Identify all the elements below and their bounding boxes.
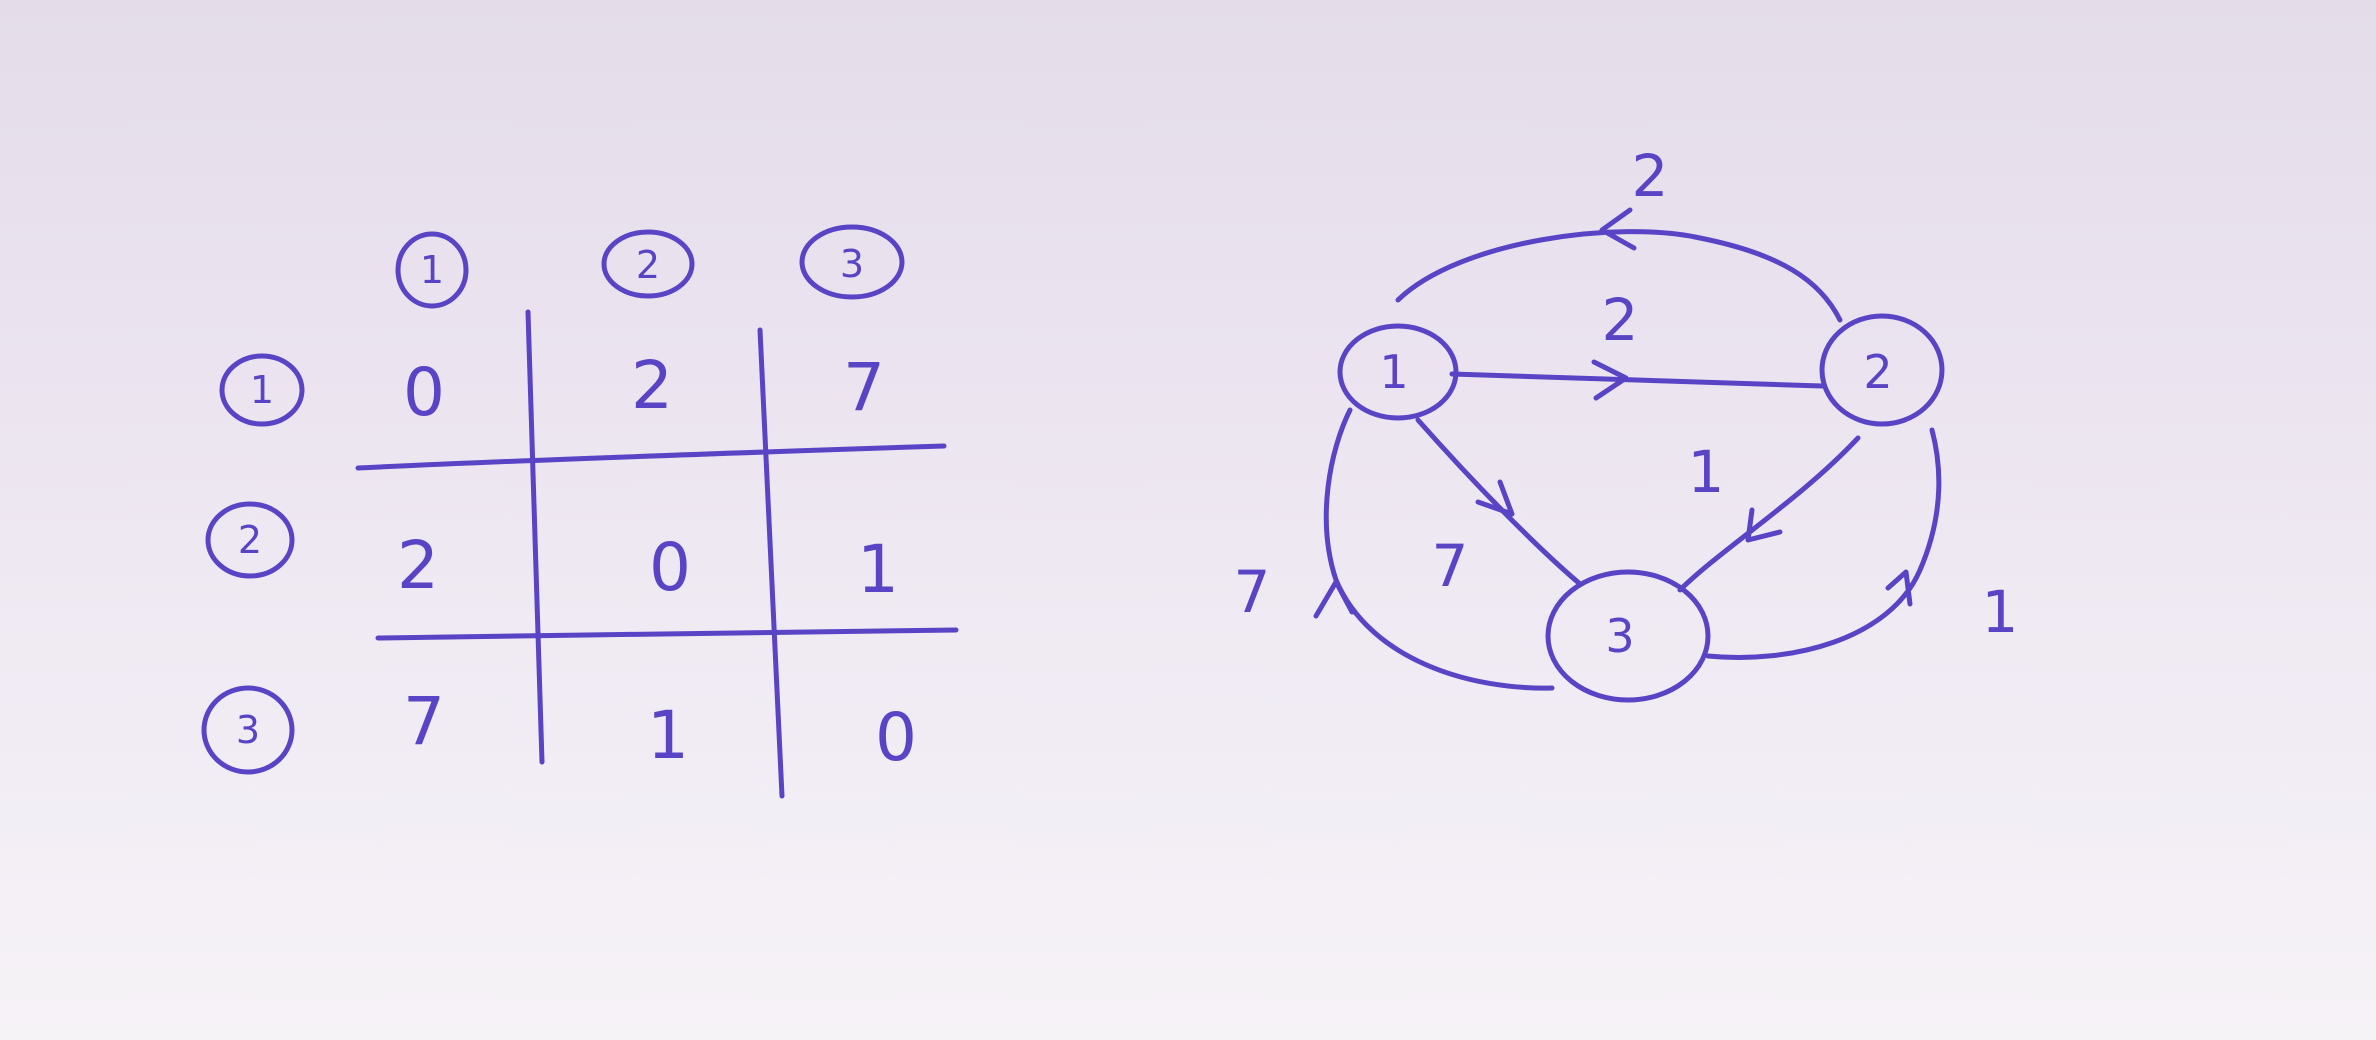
edge-2-to-1: 2 xyxy=(1395,142,1843,323)
column-header-1-label: 1 xyxy=(420,248,444,292)
row-header-1-label: 1 xyxy=(250,368,274,412)
edge-2-to-1-arrow xyxy=(1599,207,1637,251)
column-header-3-label: 3 xyxy=(840,242,864,286)
graph-node-3: 3 xyxy=(1545,569,1711,703)
matrix-cell-1-2: 2 xyxy=(631,347,673,424)
row-header-1: 1 xyxy=(219,353,305,427)
column-header-2: 2 xyxy=(601,229,695,299)
graph-node-2-label: 2 xyxy=(1863,345,1892,399)
edge-2-to-3-weight: 1 xyxy=(1688,438,1725,506)
edge-3-to-2-weight: 1 xyxy=(1982,578,2019,646)
matrix-vertical-line-1 xyxy=(525,309,545,765)
matrix-cell-3-2: 1 xyxy=(647,697,689,774)
edge-3-to-1-weight: 7 xyxy=(1234,558,1271,626)
column-header-1: 1 xyxy=(395,231,469,309)
row-header-2-label: 2 xyxy=(238,518,262,562)
matrix-cell-1-1: 0 xyxy=(403,354,445,431)
edge-3-to-2: 1 xyxy=(1705,427,2019,660)
graph-node-2: 2 xyxy=(1819,313,1945,427)
edge-2-to-3: 1 xyxy=(1677,435,1861,593)
edge-1-to-3-arrow xyxy=(1475,479,1515,517)
matrix-cell-3-1: 7 xyxy=(403,683,445,760)
matrix-horizontal-line-1 xyxy=(355,443,947,471)
edge-2-to-1-weight: 2 xyxy=(1632,142,1669,210)
edge-3-to-1: 7 xyxy=(1234,407,1555,691)
edge-1-to-2: 2 xyxy=(1449,286,1825,401)
distance-matrix: 1 2 3 1 2 3 0 2 7 2 0 xyxy=(201,224,959,799)
row-header-3-label: 3 xyxy=(236,708,260,752)
edge-3-to-2-arrow xyxy=(1885,569,1913,607)
edge-1-to-3: 7 xyxy=(1415,417,1583,600)
matrix-cell-1-3: 7 xyxy=(843,349,885,426)
matrix-vertical-line-2 xyxy=(757,327,785,799)
column-header-3: 3 xyxy=(799,224,905,300)
matrix-cell-2-3: 1 xyxy=(857,531,899,608)
edge-1-to-2-weight: 2 xyxy=(1602,286,1639,354)
edge-1-to-2-arrow xyxy=(1591,359,1629,401)
graph-node-1-label: 1 xyxy=(1379,345,1408,399)
weighted-graph: 2 2 1 1 7 7 xyxy=(1234,142,2019,703)
column-header-2-label: 2 xyxy=(636,243,660,287)
graph-node-1: 1 xyxy=(1337,323,1459,421)
edge-3-to-1-arrow xyxy=(1313,579,1355,619)
matrix-cell-3-3: 0 xyxy=(875,699,917,776)
row-header-3: 3 xyxy=(201,685,295,775)
matrix-cell-2-1: 2 xyxy=(397,527,439,604)
edge-2-to-3-arrow xyxy=(1745,507,1783,543)
graph-node-3-label: 3 xyxy=(1605,609,1634,663)
row-header-2: 2 xyxy=(205,501,295,579)
matrix-horizontal-line-2 xyxy=(375,627,959,641)
edge-1-to-3-weight: 7 xyxy=(1432,532,1469,600)
matrix-cell-2-2: 0 xyxy=(649,529,691,606)
